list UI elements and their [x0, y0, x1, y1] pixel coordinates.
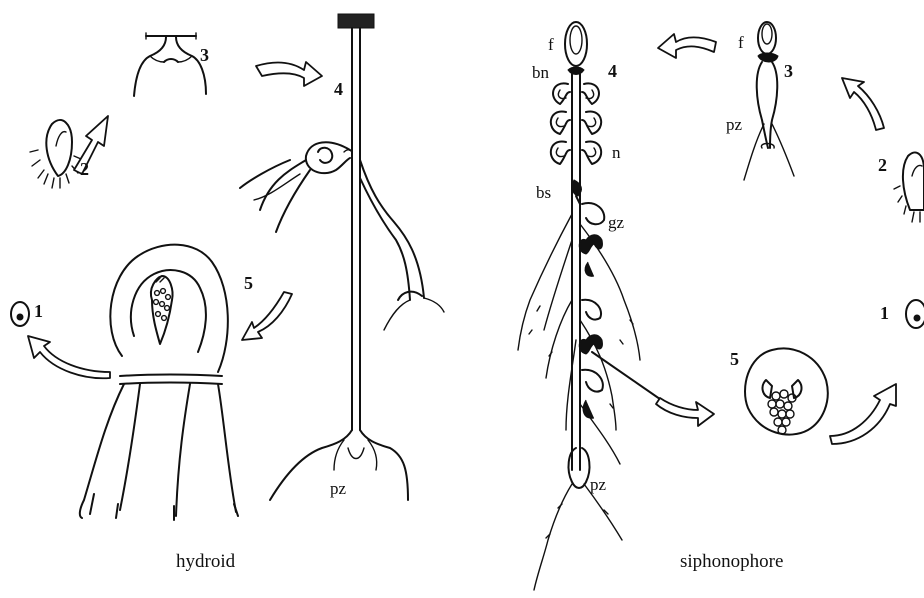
siphonophore-stage-5-number: 5	[730, 350, 739, 368]
siphonophore-gastrozooid-label: gz	[608, 214, 624, 231]
hydroid-stage-4-number: 4	[334, 80, 343, 98]
siphonophore-drawings	[518, 22, 924, 590]
siphonophore-float-label: f	[548, 36, 554, 53]
arrow-4-to-5	[656, 398, 714, 426]
siphonophore-medusoid-stage5	[745, 348, 828, 434]
siphonophore-colony-stage4	[518, 22, 670, 590]
hydroid-cycle-arrows	[28, 62, 322, 378]
arrow-1-to-5	[830, 384, 896, 444]
hydroid-stage-3-number: 3	[200, 46, 209, 64]
arrow-5-to-1	[28, 336, 110, 378]
hydroid-medusa-stage5	[80, 245, 238, 520]
arrow-4-to-5	[242, 292, 292, 340]
siphonophore-nectophore-label: n	[612, 144, 621, 161]
siphonophore-larva-stage2	[894, 152, 924, 222]
arrow-3-to-4	[658, 34, 716, 58]
hydroid-drawings	[11, 14, 444, 520]
hydroid-stage-2-number: 2	[80, 160, 89, 178]
siphonophore-bract-nectophore-label: bn	[532, 64, 549, 81]
siphonophore-stage-2-number: 2	[878, 156, 887, 174]
young-colony-float-label: f	[738, 34, 744, 51]
hydroid-caption: hydroid	[176, 552, 235, 571]
siphonophore-bracts-label: bs	[536, 184, 551, 201]
egg-cluster	[768, 390, 796, 434]
siphonophore-stage-4-number: 4	[608, 62, 617, 80]
hydroid-pz-label: pz	[330, 480, 346, 497]
siphonophore-egg-stage1	[906, 300, 924, 328]
hydroid-planula-stage2	[30, 120, 81, 188]
arrow-2-to-3	[842, 78, 884, 130]
hydroid-egg-stage1	[11, 302, 29, 326]
siphonophore-pz-label: pz	[590, 476, 606, 493]
arrow-3-to-4	[256, 62, 322, 86]
siphonophore-stage-1-number: 1	[880, 304, 889, 322]
hydroid-stage-1-number: 1	[34, 302, 43, 320]
hydroid-settled-polyp-stage3	[134, 33, 206, 96]
siphonophore-caption: siphonophore	[680, 552, 783, 571]
hydroid-stage-5-number: 5	[244, 274, 253, 292]
young-colony-pz-label: pz	[726, 116, 742, 133]
siphonophore-young-colony-stage3	[744, 22, 794, 180]
siphonophore-stage-3-number: 3	[784, 62, 793, 80]
